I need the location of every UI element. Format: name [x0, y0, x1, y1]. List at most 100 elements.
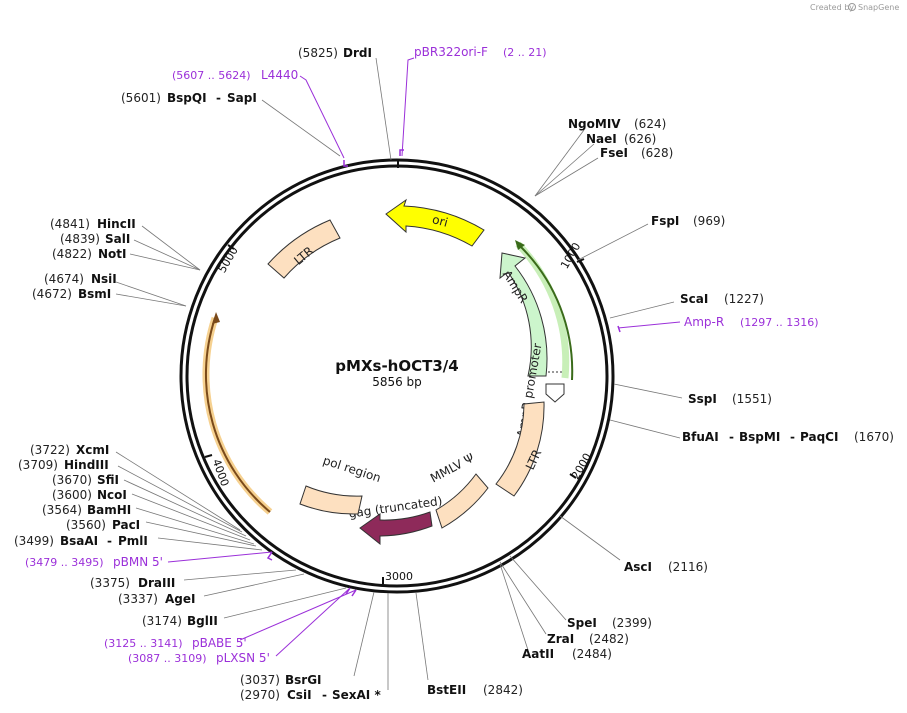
enzyme-sali-pos: (4839) [60, 232, 100, 246]
enzyme-bglii-pos: (3174) [142, 614, 182, 628]
enzyme-fsei-pos: (628) [641, 146, 673, 160]
enzyme-bspqi[interactable]: BspQI [167, 91, 207, 105]
enzyme-noti-pos: (4822) [52, 247, 92, 261]
enzyme-bamhi[interactable]: BamHI [87, 503, 131, 517]
feature-ori-label: ori [431, 212, 450, 230]
snapgene-logo-icon [848, 3, 856, 11]
enzyme-fspi[interactable]: FspI [651, 214, 679, 228]
enzyme-spei[interactable]: SpeI [567, 616, 597, 630]
enzyme-asci-pos: (2116) [668, 560, 708, 574]
enzyme-aatii-pos: (2484) [572, 647, 612, 661]
enzyme-asci[interactable]: AscI [624, 560, 652, 574]
enzyme-naei-pos: (626) [624, 132, 656, 146]
primer-l4440[interactable]: L4440 [261, 68, 298, 82]
primer-pbmn-range: (3479 .. 3495) [25, 556, 104, 569]
enzyme-aatii[interactable]: AatII [522, 647, 554, 661]
enzyme-agei-pos: (3337) [118, 592, 158, 606]
enzyme-xcmi[interactable]: XcmI [76, 443, 109, 457]
primer-marks [266, 149, 621, 597]
feature-ampr[interactable] [499, 252, 548, 377]
enzyme-hindiii[interactable]: HindIII [64, 458, 109, 472]
enzyme-bsteii-pos: (2842) [483, 683, 523, 697]
enzyme-nsii[interactable]: NsiI [91, 272, 117, 286]
enzyme-drdi[interactable]: DrdI [343, 46, 372, 60]
feature-pol-region[interactable] [299, 485, 363, 515]
enzyme-sep: - [322, 688, 327, 702]
ampr-orf-line [519, 245, 574, 381]
enzyme-bsmi-pos: (4672) [32, 287, 72, 301]
enzyme-agei[interactable]: AgeI [165, 592, 195, 606]
enzyme-paci-pos: (3560) [66, 518, 106, 532]
enzyme-hincii[interactable]: HincII [97, 217, 136, 231]
enzyme-ngomiv[interactable]: NgoMIV [568, 117, 621, 131]
enzyme-draiii-pos: (3375) [90, 576, 130, 590]
enzyme-sspi-pos: (1551) [732, 392, 772, 406]
enzyme-spei-pos: (2399) [612, 616, 652, 630]
tick-5000 [227, 244, 235, 250]
enzyme-bsrgi-pos: (3037) [240, 673, 280, 687]
enzyme-pmli[interactable]: PmlI [118, 534, 148, 548]
enzyme-fsei[interactable]: FseI [600, 146, 628, 160]
enzyme-sapi[interactable]: SapI [227, 91, 257, 105]
enzyme-bspqi-pos: (5601) [121, 91, 161, 105]
tick-1000 [576, 258, 585, 263]
feature-pol-region-label: pol region [321, 453, 382, 485]
enzyme-bsteii[interactable]: BstEII [427, 683, 466, 697]
enzyme-sexai[interactable]: SexAI * [332, 688, 381, 702]
primer-plxsn[interactable]: pLXSN 5' [216, 651, 270, 665]
enzyme-xcmi-pos: (3722) [30, 443, 70, 457]
tick-label-2000: 2000 [569, 451, 594, 482]
tick-2000 [569, 473, 577, 479]
enzyme-sfii-pos: (3670) [52, 473, 92, 487]
enzyme-paqci[interactable]: PaqCI [800, 430, 838, 444]
enzyme-sep: - [216, 91, 221, 105]
enzyme-paci[interactable]: PacI [112, 518, 140, 532]
enzyme-zrai[interactable]: ZraI [547, 632, 574, 646]
feature-mmlv-psi[interactable] [435, 473, 489, 529]
primer-pbabe[interactable]: pBABE 5' [192, 636, 247, 650]
primer-pbabe-range: (3125 .. 3141) [104, 637, 183, 650]
enzyme-naei[interactable]: NaeI [586, 132, 617, 146]
brand-created-by: Created by [810, 3, 854, 12]
primer-pbr322ori-f[interactable]: pBR322ori-F [414, 45, 488, 59]
enzyme-bsaai[interactable]: BsaAI [60, 534, 98, 548]
snapgene-brand: Created by SnapGene [810, 3, 899, 12]
enzyme-zrai-pos: (2482) [589, 632, 629, 646]
enzyme-sspi[interactable]: SspI [688, 392, 717, 406]
enzyme-labels: (5825) DrdI (5601) BspQI - SapI NgoMIV (… [14, 46, 894, 702]
primer-plxsn-range: (3087 .. 3109) [128, 652, 207, 665]
enzyme-bsrgi[interactable]: BsrGI [285, 673, 322, 687]
feature-ampr-promoter[interactable] [545, 383, 565, 403]
feature-mmlv-psi-label: MMLV Ψ [428, 451, 477, 486]
enzyme-drdi-pos: (5825) [298, 46, 338, 60]
enzyme-sep: - [107, 534, 112, 548]
primer-leader-lines [167, 57, 681, 657]
gag-orf-line [204, 317, 271, 513]
enzyme-ncoi[interactable]: NcoI [97, 488, 127, 502]
enzyme-draiii[interactable]: DraIII [138, 576, 175, 590]
primer-amp-r[interactable]: Amp-R [684, 315, 724, 329]
enzyme-noti[interactable]: NotI [98, 247, 127, 261]
enzyme-bglii[interactable]: BglII [187, 614, 218, 628]
enzyme-sali[interactable]: SalI [105, 232, 130, 246]
enzyme-csii[interactable]: CsiI [287, 688, 312, 702]
enzyme-sfii[interactable]: SfiI [97, 473, 119, 487]
enzyme-bspmi[interactable]: BspMI [739, 430, 780, 444]
primer-pbmn[interactable]: pBMN 5' [113, 555, 163, 569]
enzyme-hincii-pos: (4841) [50, 217, 90, 231]
enzyme-bfuai[interactable]: BfuAI [682, 430, 719, 444]
feature-gag-truncated[interactable] [359, 511, 433, 546]
enzyme-bsmi[interactable]: BsmI [78, 287, 111, 301]
feature-ori[interactable] [385, 198, 485, 247]
feature-ltr-right[interactable] [495, 401, 545, 497]
primer-amp-r-range: (1297 .. 1316) [740, 316, 819, 329]
brand-name: SnapGene [858, 3, 899, 12]
tick-label-3000: 3000 [385, 570, 413, 583]
feature-ltr-left[interactable] [267, 219, 341, 279]
gag-orf-arrowhead [212, 312, 220, 324]
enzyme-ngomiv-pos: (624) [634, 117, 666, 131]
primer-l4440-range: (5607 .. 5624) [172, 69, 251, 82]
enzyme-scai[interactable]: ScaI [680, 292, 708, 306]
enzyme-bsaai-pos: (3499) [14, 534, 54, 548]
